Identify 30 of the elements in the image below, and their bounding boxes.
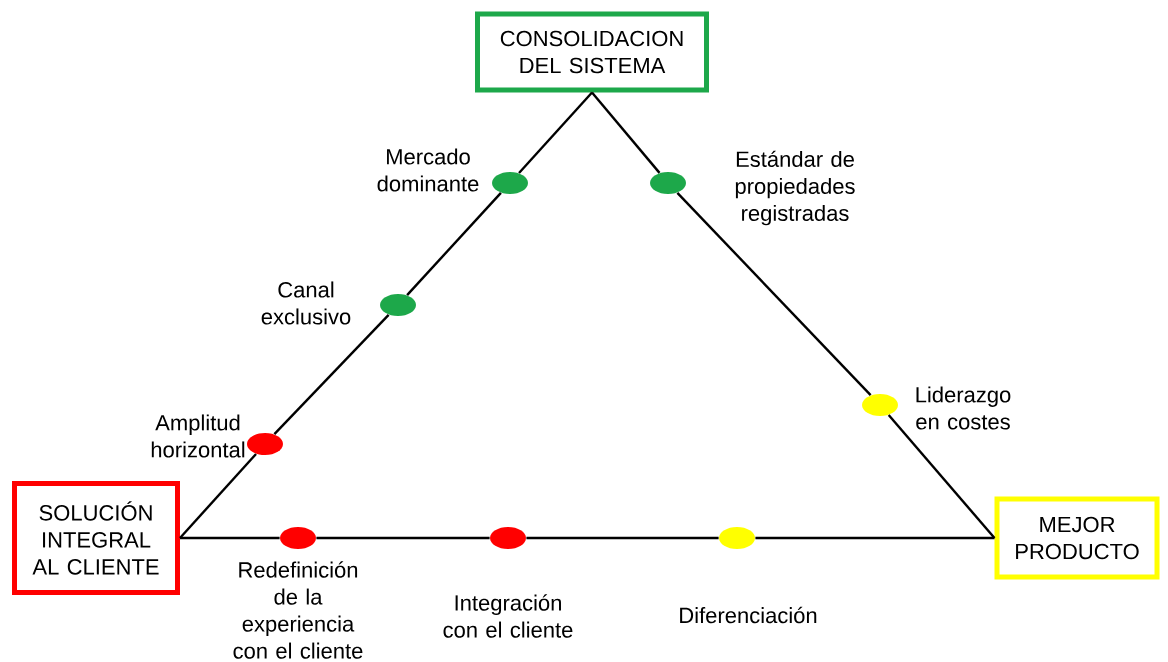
dot-label: Canal exclusivo	[261, 281, 351, 325]
line-segment	[179, 453, 257, 539]
marker-dot	[650, 172, 686, 194]
line-segment	[887, 414, 996, 539]
label-box: SOLUCIÓN INTEGRAL AL CLIENTE	[12, 481, 180, 595]
label-box: CONSOLIDACION DEL SISTEMA	[475, 11, 709, 93]
marker-dot	[380, 294, 416, 316]
line-segment	[676, 191, 872, 396]
marker-dot	[280, 527, 316, 549]
dot-label: Estándar de propiedades registradas	[735, 150, 855, 226]
dot-label: Integración con el cliente	[443, 594, 573, 638]
marker-dot	[490, 527, 526, 549]
line-segment	[316, 536, 490, 540]
marker-dot	[719, 527, 755, 549]
line-segment	[591, 91, 661, 174]
line-segment	[755, 536, 995, 540]
line-segment	[526, 536, 719, 540]
marker-dot	[492, 172, 528, 194]
dot-label: Liderazgo en costes	[916, 386, 1011, 430]
marker-dot	[862, 394, 898, 416]
marker-dot	[247, 433, 283, 455]
dot-label: Diferenciación	[680, 606, 817, 624]
line-segment	[273, 313, 390, 435]
dot-label: Amplitud horizontal	[151, 414, 245, 458]
dot-label: Mercado dominante	[377, 148, 479, 192]
dot-label: Redefinición de la experiencia con el cliente	[233, 561, 363, 659]
label-box: MEJOR PRODUCTO	[994, 496, 1160, 580]
line-segment	[180, 536, 280, 540]
line-segment	[406, 192, 502, 296]
line-segment	[518, 91, 593, 174]
